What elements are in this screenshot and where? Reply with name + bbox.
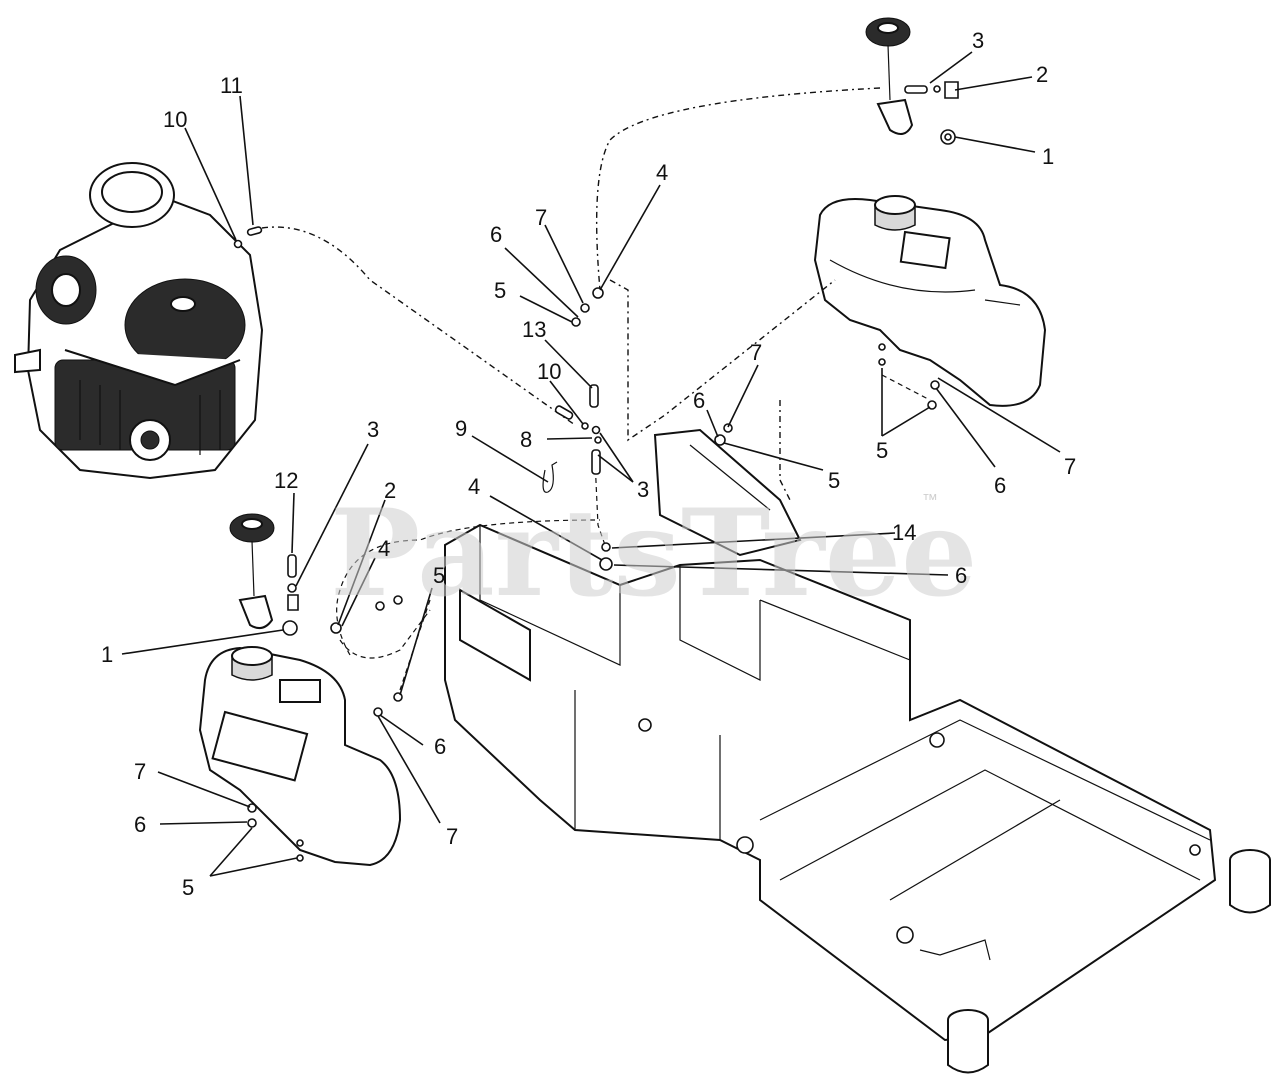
callout-6: 6 (994, 473, 1006, 498)
fuel-cap-left (229, 513, 275, 630)
callout-8: 8 (520, 427, 532, 452)
callout-7: 7 (134, 759, 146, 784)
hardware-pieces (233, 81, 959, 862)
callout-6: 6 (434, 734, 446, 759)
callout-5: 5 (828, 468, 840, 493)
callout-7: 7 (750, 340, 762, 365)
callout-5: 5 (876, 438, 888, 463)
callout-3: 3 (637, 477, 649, 502)
right-fuel-tank (813, 195, 1047, 407)
callout-7: 7 (535, 205, 547, 230)
callout-7: 7 (1064, 454, 1076, 479)
callout-12: 12 (274, 468, 298, 493)
callout-13: 13 (522, 317, 546, 342)
callout-6: 6 (490, 222, 502, 247)
callout-10: 10 (163, 107, 187, 132)
callout-4: 4 (378, 536, 390, 561)
callout-4: 4 (468, 474, 480, 499)
callout-3: 3 (972, 28, 984, 53)
watermark-text: PartsTree (330, 483, 977, 624)
fuel-cap-right (865, 17, 914, 135)
engine-illustration (14, 162, 264, 480)
callout-5: 5 (433, 563, 445, 588)
callout-2: 2 (384, 478, 396, 503)
callout-2: 2 (1036, 62, 1048, 87)
left-fuel-tank (198, 646, 402, 867)
callout-3: 3 (367, 417, 379, 442)
callout-6: 6 (134, 812, 146, 837)
callout-5: 5 (182, 875, 194, 900)
leader-lines (121, 51, 1061, 877)
callout-1: 1 (101, 642, 113, 667)
callout-labels: 11 10 3 2 1 4 7 6 5 13 10 9 8 3 4 7 6 5 … (101, 28, 1076, 900)
callout-4: 4 (656, 160, 668, 185)
mower-frame (444, 428, 1271, 1074)
callout-9: 9 (455, 416, 467, 441)
callout-10: 10 (537, 359, 561, 384)
callout-5: 5 (494, 278, 506, 303)
watermark-trademark: ™ (922, 492, 938, 509)
callout-11: 11 (220, 73, 243, 98)
callout-14: 14 (892, 520, 916, 545)
callout-1: 1 (1042, 144, 1054, 169)
callout-6: 6 (955, 563, 967, 588)
callout-6: 6 (693, 388, 705, 413)
callout-7: 7 (446, 824, 458, 849)
